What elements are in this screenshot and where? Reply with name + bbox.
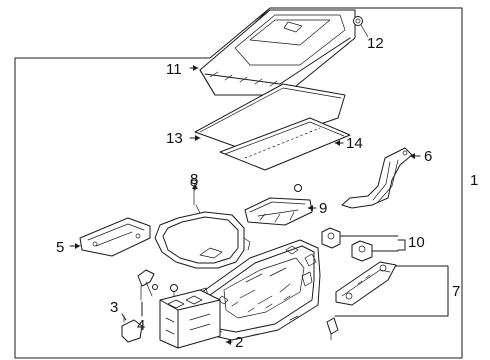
arrowheads [75, 65, 415, 345]
callout-1: 1 [470, 172, 478, 189]
callout-12: 12 [367, 35, 384, 52]
callout-4: 4 [137, 317, 145, 334]
callout-14: 14 [346, 135, 363, 152]
part-2-lower-box [159, 289, 221, 349]
part-3-clip [121, 315, 143, 343]
part-4-sensor [137, 269, 158, 301]
part-10-connectors [321, 227, 373, 262]
part-9-connector [244, 184, 313, 226]
part-14-seal [219, 117, 351, 171]
part-6-bracket [341, 147, 413, 209]
callout-7: 7 [452, 283, 460, 300]
callout-9: 9 [319, 200, 327, 217]
part-7-busbar [326, 261, 397, 341]
small-bolt [170, 284, 178, 301]
part-12-bolt [353, 16, 369, 38]
callout-10: 10 [408, 234, 425, 251]
callout-6: 6 [424, 148, 432, 165]
callout-2: 2 [235, 334, 243, 351]
callout-11: 11 [166, 61, 182, 78]
part-11-top-cover [199, 9, 356, 96]
part-5-bracket [79, 217, 151, 257]
part-8-harness [154, 179, 251, 269]
callout-3: 3 [110, 299, 118, 316]
callout-5: 5 [56, 239, 64, 256]
callout-13: 13 [166, 130, 183, 147]
callout-8: 8 [190, 171, 198, 188]
